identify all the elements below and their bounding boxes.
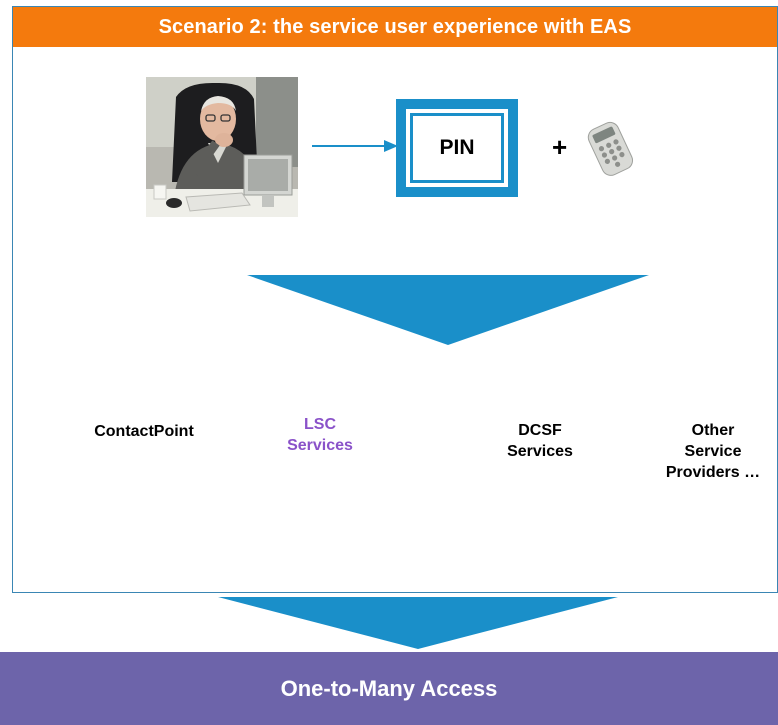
scenario-frame: Scenario 2: the service user experience … <box>12 6 778 593</box>
scenario-title: Scenario 2: the service user experience … <box>13 7 777 47</box>
service-label-line: Providers … <box>665 464 761 481</box>
pin-label: PIN <box>410 113 504 183</box>
service-label-line: LSC <box>304 416 336 433</box>
elderly-man-at-computer-photo <box>146 77 298 217</box>
down-chevron-arrow <box>218 597 618 649</box>
user-photo-illustration <box>146 77 298 217</box>
service-contactpoint: ContactPoint <box>64 421 224 442</box>
service-other-providers: Other Service Providers … <box>648 420 778 483</box>
service-label-line: DCSF <box>518 422 562 439</box>
service-label-line: Services <box>507 443 573 460</box>
service-label-line: Services <box>287 437 353 454</box>
pin-box: PIN <box>396 99 518 197</box>
plus-symbol: + <box>552 132 568 162</box>
service-label-line: Other <box>691 422 735 439</box>
pin-keypad-device-icon <box>587 121 634 176</box>
service-label-line: Service <box>684 443 742 460</box>
down-chevron-arrow <box>247 275 649 345</box>
service-dcsf: DCSF Services <box>470 420 610 462</box>
service-lsc: LSC Services <box>260 414 380 456</box>
pin-box-inner-frame: PIN <box>406 109 508 187</box>
service-label-line: ContactPoint <box>94 423 194 440</box>
one-to-many-access-banner: One-to-Many Access <box>0 652 778 725</box>
arrow-right-icon <box>312 140 398 152</box>
